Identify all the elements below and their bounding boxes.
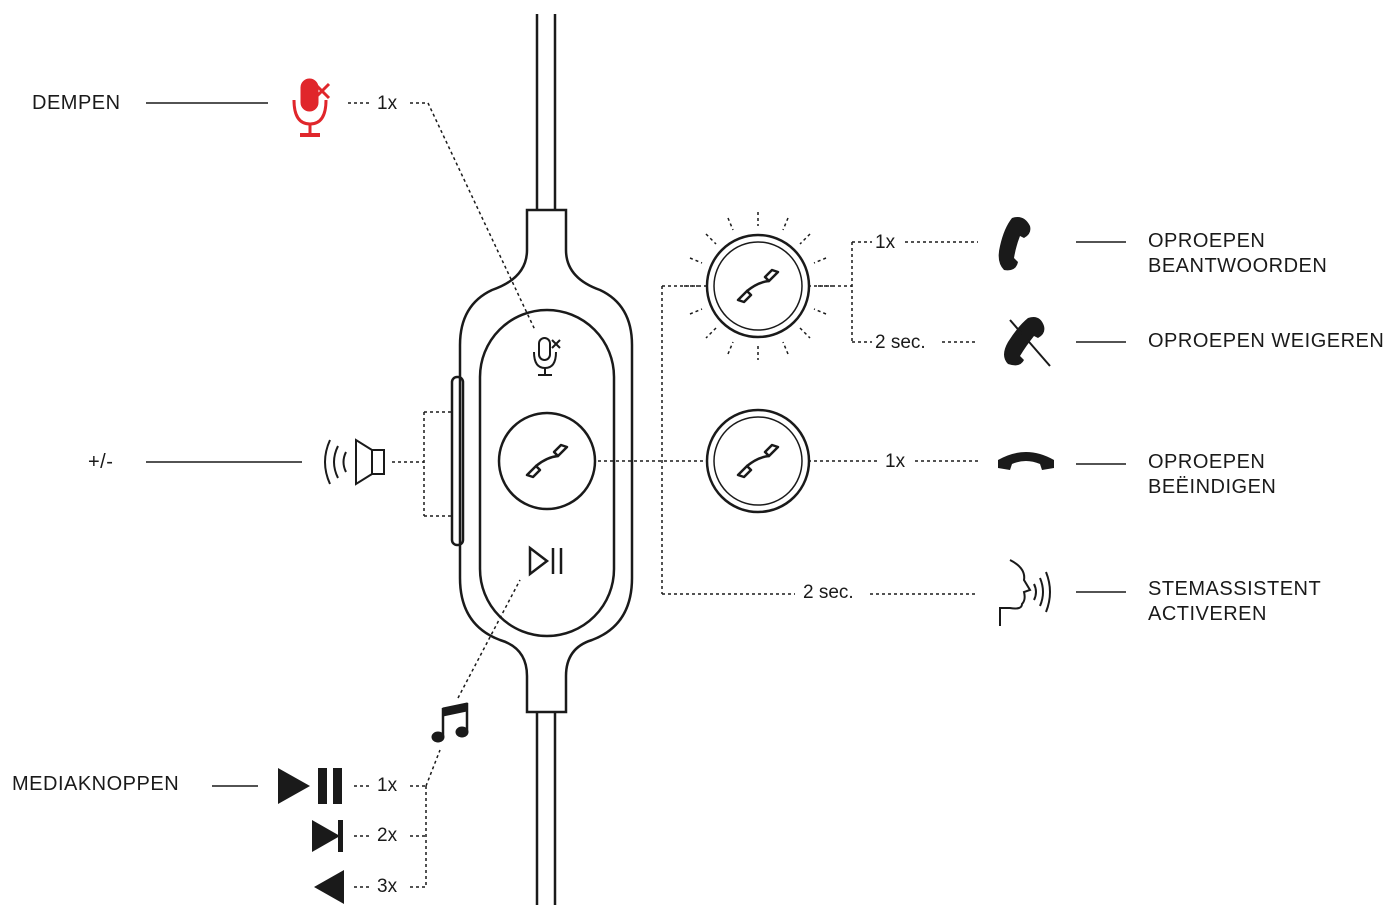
remote-mute-icon[interactable] (533, 337, 561, 376)
active-call-button (705, 408, 811, 514)
media-prev-count: 3x (374, 876, 401, 898)
voice-assistant-icon (999, 559, 1051, 626)
end-label-line1: OPROEPEN (1148, 451, 1266, 473)
previous-track-icon (314, 870, 344, 904)
answer-label-line1: OPROEPEN (1148, 230, 1266, 252)
media-label: MEDIAKNOPPEN (12, 773, 180, 795)
end-count: 1x (882, 451, 909, 473)
assistant-count: 2 sec. (800, 582, 857, 604)
assistant-label: STEMASSISTENT ACTIVEREN (1148, 577, 1321, 627)
end-label: OPROEPEN BEËINDIGEN (1148, 450, 1276, 500)
speaker-icon (324, 438, 385, 486)
phone-hangup-icon (998, 452, 1054, 470)
headset-cable (535, 14, 557, 905)
phone-declined-icon (1004, 317, 1051, 367)
label-leaders (1076, 241, 1126, 593)
music-note-icon (431, 702, 469, 743)
decline-count: 2 sec. (872, 332, 929, 354)
call-connectors (598, 241, 978, 595)
answer-label: OPROEPEN BEANTWOORDEN (1148, 229, 1327, 279)
next-track-icon (312, 820, 343, 852)
ringing-call-button (684, 212, 832, 360)
play-pause-icon (278, 768, 342, 804)
volume-connector (146, 411, 452, 517)
volume-label: +/- (88, 451, 114, 473)
inline-remote (450, 208, 634, 714)
mute-label: DEMPEN (32, 92, 121, 114)
mute-count: 1x (374, 93, 401, 115)
mute-connector (146, 102, 536, 331)
remote-play-pause-icon[interactable] (528, 545, 563, 577)
answer-count: 1x (872, 232, 899, 254)
phone-handset-icon (998, 217, 1031, 271)
assistant-label-line1: STEMASSISTENT (1148, 578, 1322, 600)
media-play-count: 1x (374, 775, 401, 797)
answer-label-line2: BEANTWOORDEN (1148, 255, 1328, 277)
media-connector (212, 579, 521, 888)
media-next-count: 2x (374, 825, 401, 847)
end-label-line2: BEËINDIGEN (1148, 476, 1277, 498)
decline-label: OPROEPEN WEIGEREN (1148, 330, 1385, 352)
remote-call-button[interactable] (497, 411, 597, 511)
mute-icon (292, 78, 331, 137)
assistant-label-line2: ACTIVEREN (1148, 603, 1267, 625)
